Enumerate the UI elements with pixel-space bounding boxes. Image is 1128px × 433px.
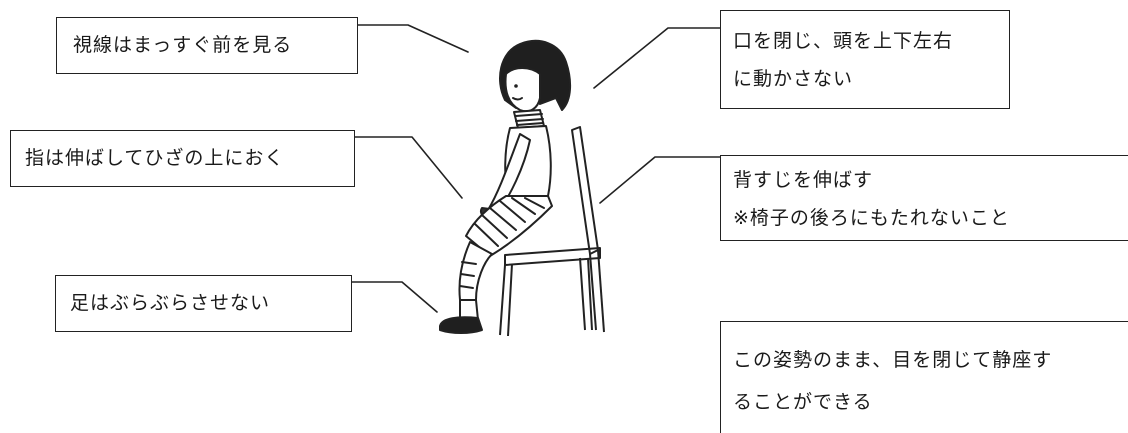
back-label-box: 背すじを伸ばす ※椅子の後ろにもたれないこと: [720, 155, 1128, 241]
finger-label: 指は伸ばしてひざの上におく: [25, 147, 285, 169]
chair: [499, 126, 605, 337]
finger-label-box: 指は伸ばしてひざの上におく: [10, 130, 355, 187]
feet-label: 足はぶらぶらさせない: [70, 292, 271, 314]
gaze-label-box: 視線はまっすぐ前を見る: [56, 17, 358, 74]
mouth-head-label-line-2: に動かさない: [733, 68, 854, 90]
girl: [439, 39, 572, 334]
leader-line-finger: [354, 136, 463, 199]
leader-line-mouth: [593, 27, 721, 89]
sitting-note-line-1: この姿勢のまま、目を閉じて静座す: [733, 349, 1053, 371]
leader-line-gaze: [357, 24, 469, 53]
mouth-head-label-line-1: 口を閉じ、頭を上下左右: [733, 30, 954, 52]
feet-label-box: 足はぶらぶらさせない: [55, 275, 352, 332]
leader-line-back: [599, 156, 721, 204]
sitting-note-line-2: ることができる: [733, 391, 873, 413]
mouth-head-label-box: 口を閉じ、頭を上下左右 に動かさない: [720, 10, 1010, 109]
gaze-label: 視線はまっすぐ前を見る: [73, 34, 293, 56]
back-label-line-1: 背すじを伸ばす: [733, 169, 874, 191]
sitting-note-box: この姿勢のまま、目を閉じて静座す ることができる: [720, 321, 1128, 433]
back-label-line-2: ※椅子の後ろにもたれないこと: [733, 207, 1010, 229]
leader-line-feet: [351, 281, 438, 313]
